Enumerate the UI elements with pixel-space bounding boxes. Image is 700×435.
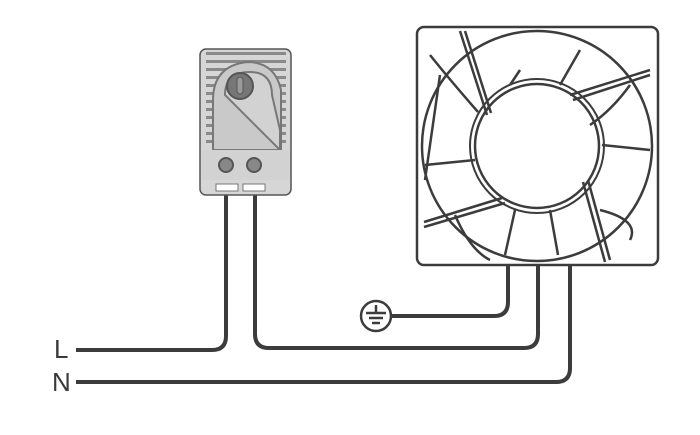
wire-earth	[392, 264, 510, 318]
wire-n	[76, 264, 572, 384]
line-label: L	[54, 334, 69, 364]
fan	[415, 25, 660, 267]
wire-thermostat-to-fan	[253, 192, 540, 350]
earth-ground-icon	[359, 299, 393, 333]
neutral-label: N	[52, 367, 71, 397]
wire-l	[76, 192, 228, 352]
thermostat	[199, 48, 292, 196]
